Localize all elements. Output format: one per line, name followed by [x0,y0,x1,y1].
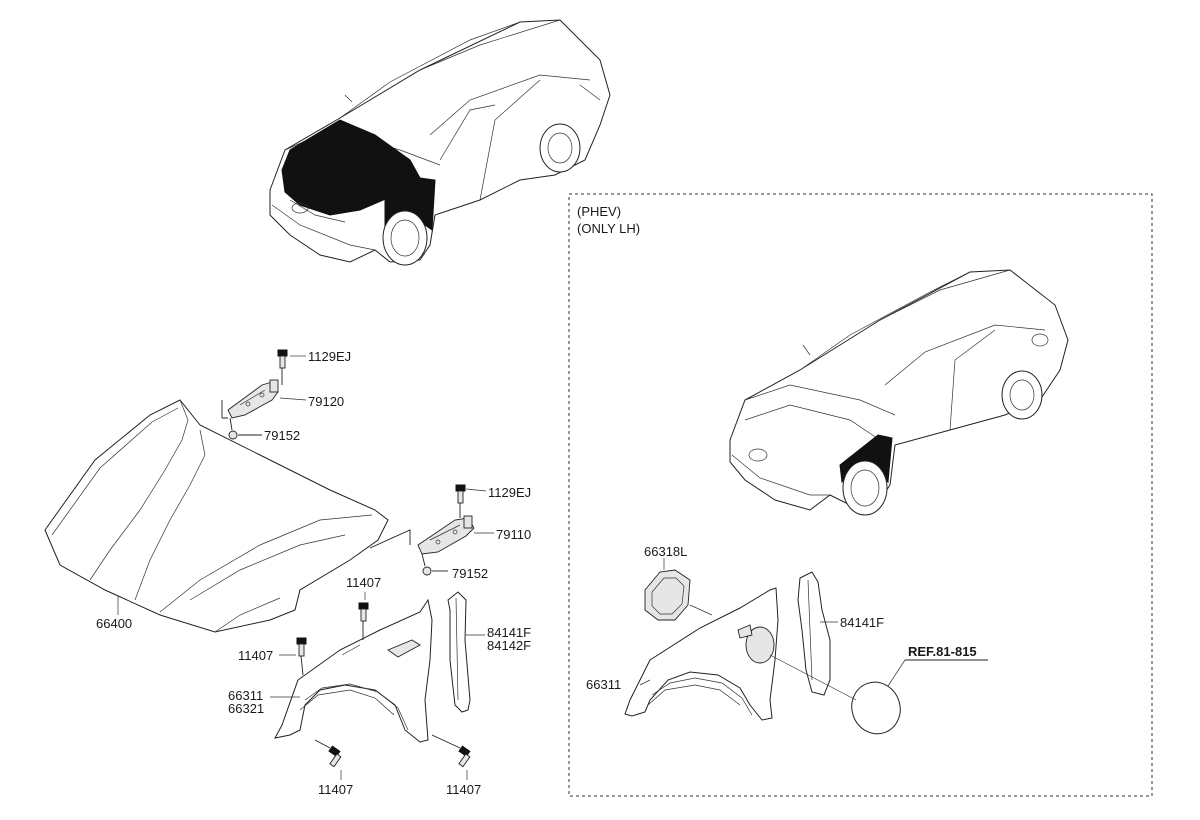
label-bolt-fender-bottom-left: 11407 [318,782,353,797]
phev-charge-housing [644,558,713,621]
phev-insulator [797,571,838,696]
leader-lines [117,355,494,780]
label-phev-housing: 66318L [644,544,687,559]
hood-panel [44,399,389,633]
label-bolt-upper: 1129EJ [308,349,351,364]
nut-lower [422,566,448,576]
bolt-fender-top [358,602,369,640]
label-phev-ref[interactable]: REF.81-815 [908,644,977,659]
bolt-fender-bottom-right [431,734,471,768]
label-bolt-fender-top: 11407 [346,575,381,590]
label-fender-lh: 66311 [228,688,263,703]
label-phev-insulator: 84141F [840,615,884,630]
car-illustration-top [269,19,611,266]
car-illustration-phev [729,269,1069,516]
phev-subtitle: (ONLY LH) [577,221,640,236]
hinge-upper [221,379,279,431]
label-bolt-fender-left: 11407 [238,648,273,663]
label-hinge-upper: 79120 [308,394,344,409]
label-insulator-lh: 84141F [487,625,531,640]
phev-fender-panel [624,587,779,721]
label-bolt-fender-bottom-right: 11407 [446,782,481,797]
hinge-lower [369,515,475,567]
label-phev-fender: 66311 [586,677,621,692]
phev-section-box [568,193,1153,797]
nut-upper [228,430,262,440]
phev-charge-door [769,654,988,735]
bolt-upper [277,349,288,385]
bolt-fender-bottom-left [314,739,342,768]
phev-title: (PHEV) [577,204,621,219]
bolt-fender-left [296,637,307,676]
label-hinge-lower: 79110 [496,527,531,542]
label-nut-lower: 79152 [452,566,488,581]
label-nut-upper: 79152 [264,428,300,443]
label-fender-rh: 66321 [228,701,264,716]
fender-panel [274,598,433,743]
label-insulator-rh: 84142F [487,638,531,653]
bolt-lower [455,484,466,518]
fender-insulator [447,591,471,713]
label-hood: 66400 [96,616,132,631]
label-bolt-lower: 1129EJ [488,485,531,500]
